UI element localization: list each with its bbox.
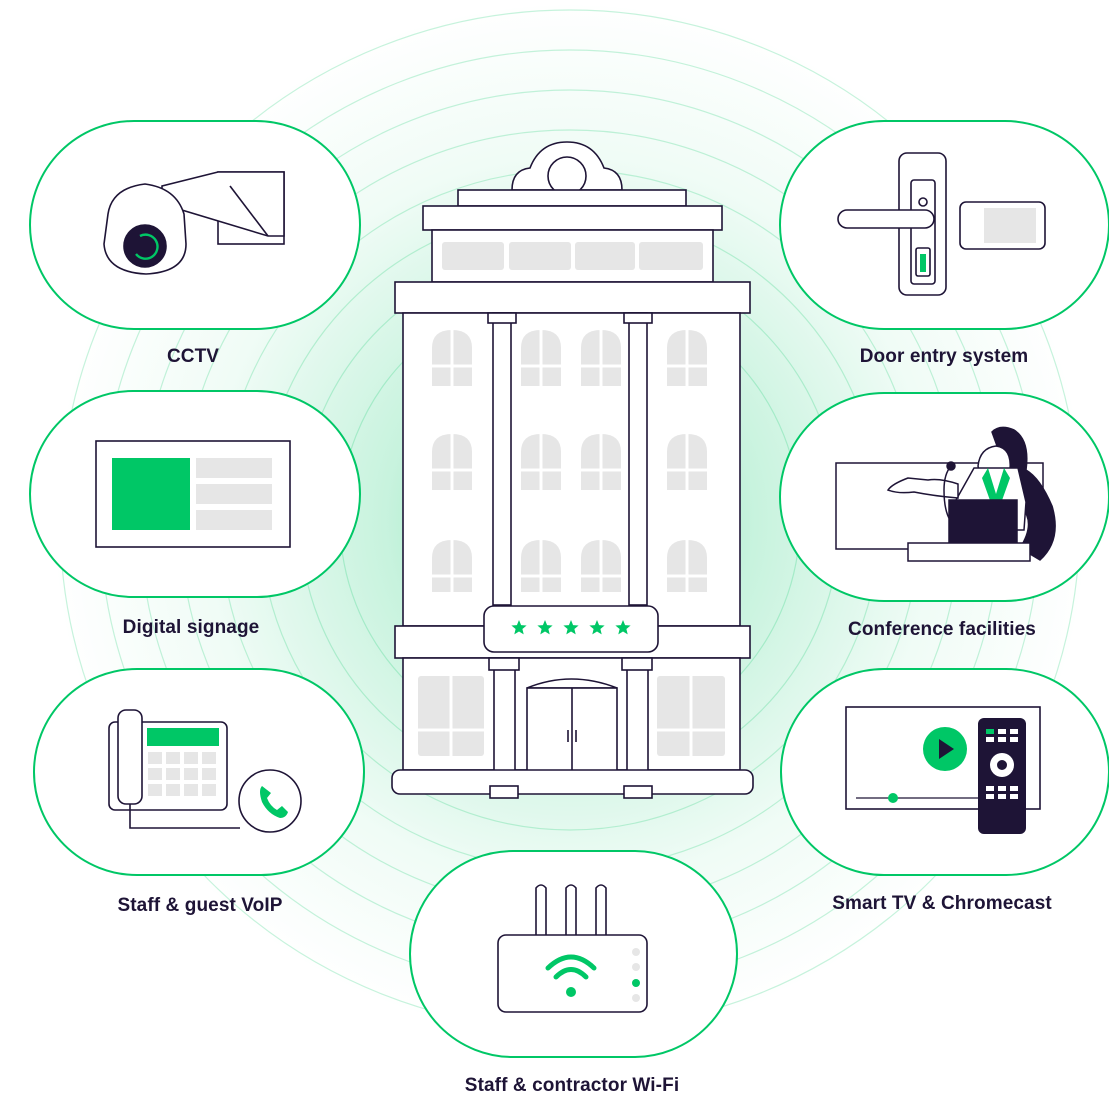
signage-display-icon (95, 440, 291, 548)
desk-phone-icon (108, 709, 302, 833)
wifi-label: Staff & contractor Wi-Fi (464, 1075, 680, 1096)
wifi-router-icon (497, 884, 648, 1013)
presenter-icon (835, 426, 1056, 562)
smart-tv-label: Smart TV & Chromecast (832, 893, 1052, 914)
voip-label: Staff & guest VoIP (117, 895, 283, 916)
star-rating (511, 620, 631, 635)
door-entry-label: Door entry system (859, 346, 1029, 367)
tv-remote-icon (845, 706, 1041, 834)
conference-label: Conference facilities (848, 619, 1036, 640)
digital-signage-label: Digital signage (122, 617, 260, 638)
cctv-label: CCTV (166, 346, 220, 367)
cctv-camera-icon (103, 171, 285, 275)
cctv-capsule (29, 120, 361, 330)
hotel-building (391, 141, 754, 799)
door-lock-icon (837, 152, 1046, 296)
